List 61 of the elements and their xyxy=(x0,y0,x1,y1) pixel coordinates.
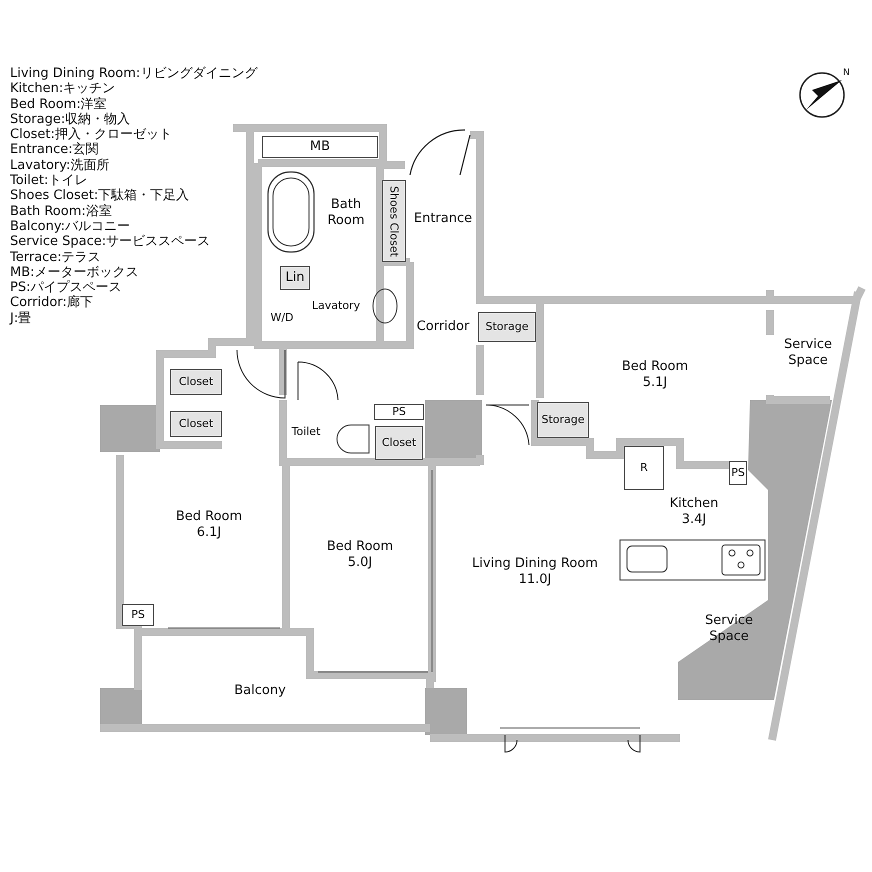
room-name: PS xyxy=(731,466,745,480)
room-name: Balcony xyxy=(234,683,286,699)
room-name: Lavatory xyxy=(312,299,360,313)
legend-text: Terrace:テラス xyxy=(10,250,102,265)
room-size: 6.1J xyxy=(196,525,222,541)
legend-text: Bed Room:洋室 xyxy=(10,96,108,112)
room-name: Bed Room xyxy=(622,359,688,375)
room-size: 3.4J xyxy=(682,512,706,528)
storage-box xyxy=(375,426,423,460)
legend-text: Service Space:サービススペース xyxy=(10,234,212,250)
room-name: PS xyxy=(392,405,406,419)
room-size: 5.0J xyxy=(348,555,372,571)
fixture-box xyxy=(374,404,424,420)
room-name: Kitchen xyxy=(670,496,718,512)
room-name: Bed Room xyxy=(326,539,394,555)
legend-text: Living Dining Room:リビングダイニング xyxy=(10,66,258,82)
storage-box xyxy=(280,266,310,290)
room-size: 11.0J xyxy=(518,572,552,588)
room-name: Corridor xyxy=(416,319,470,335)
legend-text: Closet:押入・クローゼット xyxy=(10,127,173,142)
fixture-box xyxy=(122,604,154,626)
room-name: Service Space xyxy=(704,613,754,645)
room-name: Bath Room xyxy=(326,197,366,229)
legend-text: Shoes Closet:下駄箱・下足入 xyxy=(10,188,190,204)
room-name: Toilet xyxy=(292,425,320,439)
legend-text: Bath Room:浴室 xyxy=(10,204,113,219)
storage-box xyxy=(478,312,536,342)
room-size: 5.1J xyxy=(642,375,668,391)
legend-text: J:畳 xyxy=(10,310,32,326)
legend-text: Balcony:バルコニー xyxy=(10,218,131,234)
legend-text: MB:メーターボックス xyxy=(10,264,140,280)
room-name: W/D xyxy=(270,311,294,325)
storage-box xyxy=(170,411,222,437)
room-name: MB xyxy=(310,139,330,155)
room-name: Closet xyxy=(178,417,214,431)
room-name: Closet xyxy=(382,436,416,450)
storage-box xyxy=(537,402,589,438)
room-name: Service Space xyxy=(782,337,834,369)
room-name: Storage xyxy=(541,413,585,427)
room-name: Bed Room xyxy=(176,509,242,525)
legend-text: Storage:収納・物入 xyxy=(10,112,132,127)
room-name: Storage xyxy=(485,320,529,334)
room-name: Shoes Closet xyxy=(387,186,401,256)
north-mark: N xyxy=(843,68,850,78)
legend-text: PS:パイプスペース xyxy=(10,280,122,296)
room-name: PS xyxy=(131,608,145,622)
fixture-box xyxy=(624,446,664,490)
room-name: R xyxy=(640,461,648,475)
storage-box xyxy=(382,180,406,262)
legend-text: Entrance:玄関 xyxy=(10,142,100,158)
legend-text: Kitchen:キッチン xyxy=(10,81,116,97)
fixture-box xyxy=(262,136,378,158)
legend-text: Lavatory:洗面所 xyxy=(10,158,110,174)
legend-text: Corridor:廊下 xyxy=(10,295,94,311)
room-name: Living Dining Room xyxy=(472,556,598,572)
room-name: Closet xyxy=(178,375,214,389)
fixture-box xyxy=(729,461,747,485)
room-name: Lin xyxy=(285,270,305,286)
storage-box xyxy=(170,369,222,395)
legend-text: Toilet:トイレ xyxy=(10,173,88,188)
room-name: Entrance xyxy=(414,211,472,227)
